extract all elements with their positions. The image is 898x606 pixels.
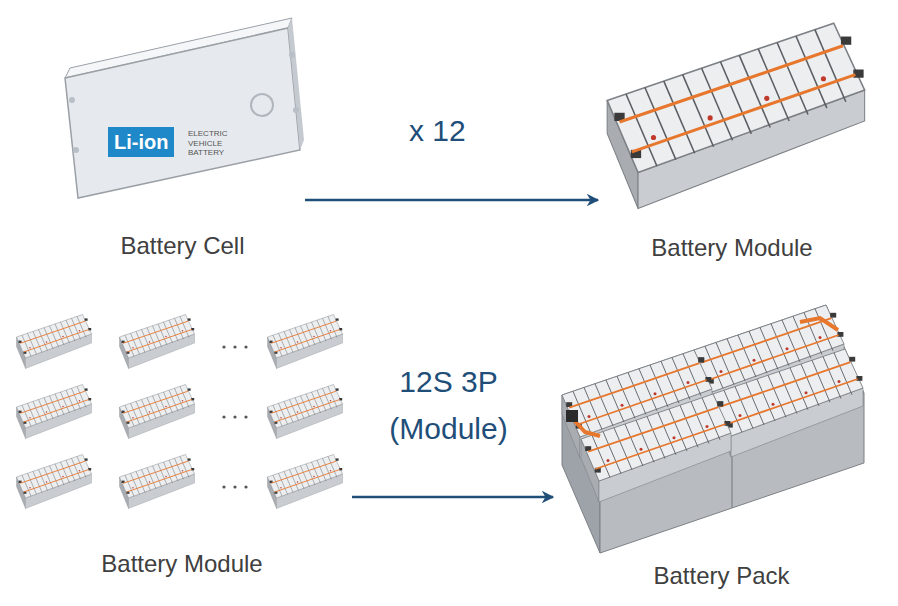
battery-cell-picture bbox=[65, 18, 304, 198]
ellipsis-dots bbox=[222, 345, 247, 488]
caption: Battery Cell bbox=[120, 232, 244, 260]
picture-box: Battery Module bbox=[598, 10, 866, 262]
caption: Battery Module bbox=[651, 234, 812, 262]
connector-arrow bbox=[352, 496, 553, 499]
caption: Battery Module bbox=[101, 550, 262, 578]
module-grid-picture bbox=[17, 315, 343, 509]
cell-print: ELECTRIC VEHICLE BATTERY bbox=[188, 129, 240, 158]
edge-label: 12S 3P (Module) bbox=[366, 358, 531, 452]
picture-box: Battery Pack bbox=[553, 288, 890, 590]
edge-label: x 12 bbox=[405, 107, 470, 154]
caption: Battery Pack bbox=[653, 562, 789, 590]
picture-box: Battery Module bbox=[12, 300, 352, 578]
logo-text: Li-ion bbox=[108, 127, 174, 157]
battery-pack-picture bbox=[562, 305, 864, 553]
picture-box: Battery Cell bbox=[60, 25, 305, 260]
module-picture bbox=[607, 23, 864, 208]
connector-arrow bbox=[305, 199, 598, 202]
